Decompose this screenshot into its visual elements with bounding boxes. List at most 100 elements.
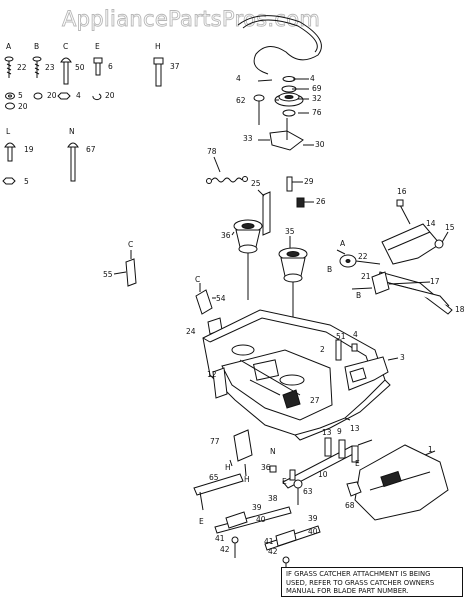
bolt-icon <box>93 57 103 76</box>
washer-icon <box>5 92 15 100</box>
callout: 39 <box>252 503 262 512</box>
callout: 41 <box>215 534 225 543</box>
legend-letter: L <box>6 127 11 136</box>
callout: 4 <box>310 74 315 83</box>
callout: 26 <box>316 197 326 206</box>
callout: A <box>340 239 346 248</box>
callout: 68 <box>345 501 355 510</box>
nut-icon <box>57 92 71 100</box>
callout: 18 <box>455 305 465 314</box>
callout: C <box>195 275 200 284</box>
callout: 40 <box>256 515 266 524</box>
callout: 69 <box>312 84 322 93</box>
callout: 30 <box>315 140 325 149</box>
callout: 55 <box>103 270 113 279</box>
legend-part-number: 20 <box>47 91 57 100</box>
callout: 39 <box>308 514 318 523</box>
chute-knob <box>346 481 362 497</box>
callout: H <box>244 475 250 484</box>
blade-spindle <box>278 236 308 340</box>
spring <box>206 156 248 184</box>
callout-labels: 4 4 62 69 32 76 33 30 78 29 26 25 36 35 … <box>103 74 465 556</box>
callout: N <box>270 447 276 456</box>
grass-catcher-note: IF GRASS CATCHER ATTACHMENT IS BEING USE… <box>281 567 463 597</box>
callout: 29 <box>304 177 314 186</box>
deck-spring-bracket <box>212 367 228 399</box>
nut-icon <box>2 177 16 185</box>
callout: 9 <box>337 427 342 436</box>
carriage-bolt-icon <box>4 142 16 162</box>
legend-part-number: 22 <box>17 63 27 72</box>
callout: 36 <box>221 231 231 240</box>
legend-letter: B <box>34 42 39 51</box>
callout: 17 <box>430 277 440 286</box>
carriage-bolt-icon <box>67 142 79 182</box>
callout: B <box>327 265 332 274</box>
callout: B <box>356 291 361 300</box>
callout: 62 <box>236 96 246 105</box>
legend-part-number: 23 <box>45 63 55 72</box>
callout: 35 <box>285 227 295 236</box>
mower-blade <box>264 525 321 574</box>
callout: 63 <box>303 487 313 496</box>
callout: 15 <box>445 223 455 232</box>
idler-bracket <box>258 118 314 151</box>
callout: 42 <box>268 547 278 556</box>
mounting-bracket <box>257 189 271 236</box>
note-line: MANUAL FOR BLADE PART NUMBER. <box>286 587 409 596</box>
legend-letter: H <box>155 42 161 51</box>
callout: H <box>225 463 231 472</box>
front-link-bar <box>282 437 373 505</box>
pulley-assembly <box>253 76 309 125</box>
legend-letter: C <box>63 42 68 51</box>
note-line: USED, REFER TO GRASS CATCHER OWNERS <box>286 578 435 587</box>
legend-letter: A <box>6 42 12 51</box>
watermark: AppliancePartsPros.com <box>62 7 320 31</box>
callout: 41 <box>264 537 274 546</box>
bracket-screw <box>286 176 314 208</box>
callout: E <box>282 477 287 486</box>
lift-linkage <box>336 199 453 315</box>
link-bracket <box>195 283 216 315</box>
lock-washer-icon <box>92 93 102 101</box>
screw-icon <box>32 56 42 78</box>
callout: 42 <box>220 545 230 554</box>
callout: 22 <box>358 252 368 261</box>
callout: 12 <box>207 370 217 379</box>
spindle-hardware <box>269 465 296 481</box>
legend-letter: N <box>69 127 75 136</box>
callout: 77 <box>210 437 220 446</box>
callout: 32 <box>312 94 322 103</box>
legend-part-number: 50 <box>75 63 85 72</box>
callout: 21 <box>361 272 371 281</box>
legend-part-number: 6 <box>108 62 113 71</box>
carriage-bolt-icon <box>60 57 72 85</box>
callout: 3 <box>400 353 405 362</box>
callout: C <box>128 240 133 249</box>
legend-part-number: 4 <box>76 91 81 100</box>
callout: 25 <box>251 179 261 188</box>
front-hanger <box>113 250 137 287</box>
callout: 4 <box>236 74 241 83</box>
callout: 4 <box>353 330 358 339</box>
callout: 40 <box>308 527 318 536</box>
legend-letter: E <box>95 42 100 51</box>
legend-part-number: 19 <box>24 145 34 154</box>
callout: 13 <box>322 428 332 437</box>
legend-part-number: 5 <box>24 177 29 186</box>
callout: 24 <box>186 327 196 336</box>
callout: 78 <box>207 147 217 156</box>
callout: 16 <box>397 187 407 196</box>
legend-part-number: 20 <box>18 102 28 111</box>
callout: 14 <box>426 219 436 228</box>
callout: 76 <box>312 108 322 117</box>
hex-bolt-icon <box>153 57 164 87</box>
mower-blade <box>193 473 292 558</box>
legend-part-number: 5 <box>18 91 23 100</box>
grass-chute <box>354 444 449 521</box>
callout: 36 <box>261 463 271 472</box>
callout: 33 <box>243 134 253 143</box>
note-line: IF GRASS CATCHER ATTACHMENT IS BEING <box>286 570 431 578</box>
legend-part-number: 20 <box>105 91 115 100</box>
